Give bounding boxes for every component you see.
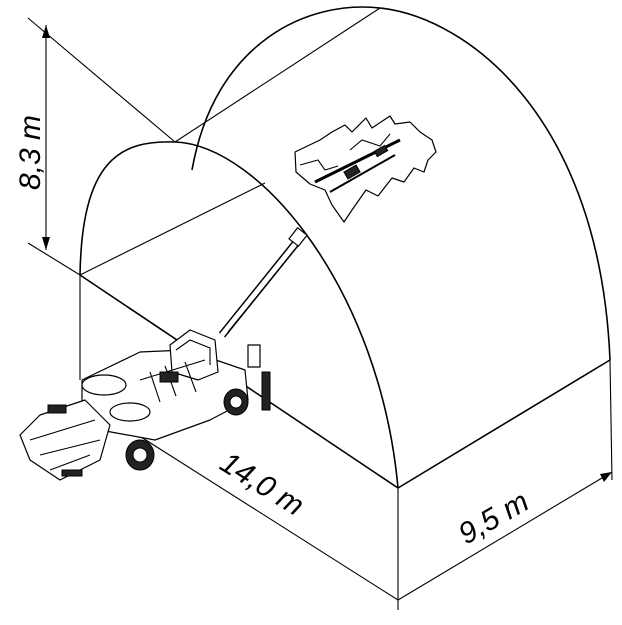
rock-face-drilling-icon — [294, 115, 437, 223]
height-ext-bottom — [27, 242, 81, 276]
width-ext-right — [609, 359, 613, 481]
length-label: 14,0 m — [214, 446, 309, 523]
tunnel-back-arch — [191, 6, 611, 361]
width-label: 9,5 m — [453, 485, 534, 551]
tunnel-front-arch — [79, 141, 399, 489]
wall-top-line-left — [79, 182, 266, 276]
width-dim-line — [397, 471, 613, 601]
width-arrow-right — [600, 472, 612, 482]
arch-crown-line — [174, 7, 381, 143]
drilling-rig-icon — [19, 227, 308, 481]
height-ext-top — [27, 17, 176, 143]
height-arrow-bottom — [42, 237, 50, 250]
floor-edge-right — [397, 359, 611, 489]
length-dim-line — [129, 429, 399, 601]
height-label: 8,3 m — [14, 115, 47, 190]
